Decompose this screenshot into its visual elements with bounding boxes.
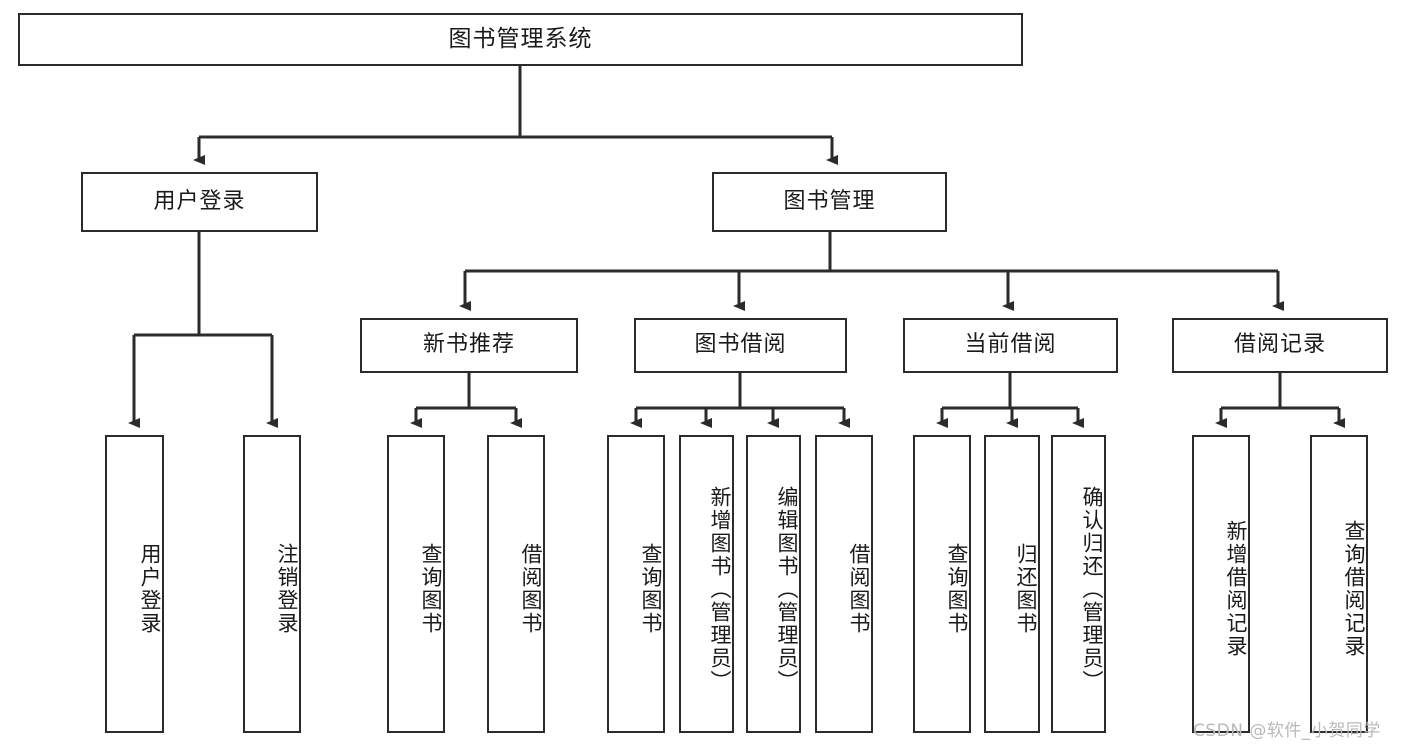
node-borrow-record[interactable]: 借阅记录 [1172, 318, 1388, 373]
leaf-query-book-recommend[interactable]: 查询图书 [387, 435, 445, 733]
leaf-edit-book-admin[interactable]: 编辑图书（管理员） [746, 435, 801, 733]
leaf-add-borrow-record[interactable]: 新增借阅记录 [1192, 435, 1250, 733]
leaf-confirm-return-admin[interactable]: 确认归还（管理员） [1051, 435, 1106, 733]
leaf-query-book-borrow[interactable]: 查询图书 [607, 435, 665, 733]
leaf-borrow-book[interactable]: 借阅图书 [815, 435, 873, 733]
leaf-query-borrow-record[interactable]: 查询借阅记录 [1310, 435, 1368, 733]
node-current-borrow[interactable]: 当前借阅 [903, 318, 1118, 373]
leaf-add-book-admin[interactable]: 新增图书（管理员） [679, 435, 734, 733]
csdn-watermark: CSDN @软件_小贺同学 [1193, 721, 1381, 741]
node-new-book-recommend[interactable]: 新书推荐 [360, 318, 578, 373]
leaf-borrow-book-recommend[interactable]: 借阅图书 [487, 435, 545, 733]
leaf-return-book[interactable]: 归还图书 [984, 435, 1040, 733]
leaf-logout[interactable]: 注销登录 [243, 435, 301, 733]
leaf-query-book-current[interactable]: 查询图书 [913, 435, 971, 733]
node-root[interactable]: 图书管理系统 [18, 13, 1023, 66]
node-book-borrow[interactable]: 图书借阅 [634, 318, 847, 373]
node-book-manage[interactable]: 图书管理 [712, 172, 947, 232]
node-user-login[interactable]: 用户登录 [81, 172, 318, 232]
leaf-user-login[interactable]: 用户登录 [105, 435, 164, 733]
